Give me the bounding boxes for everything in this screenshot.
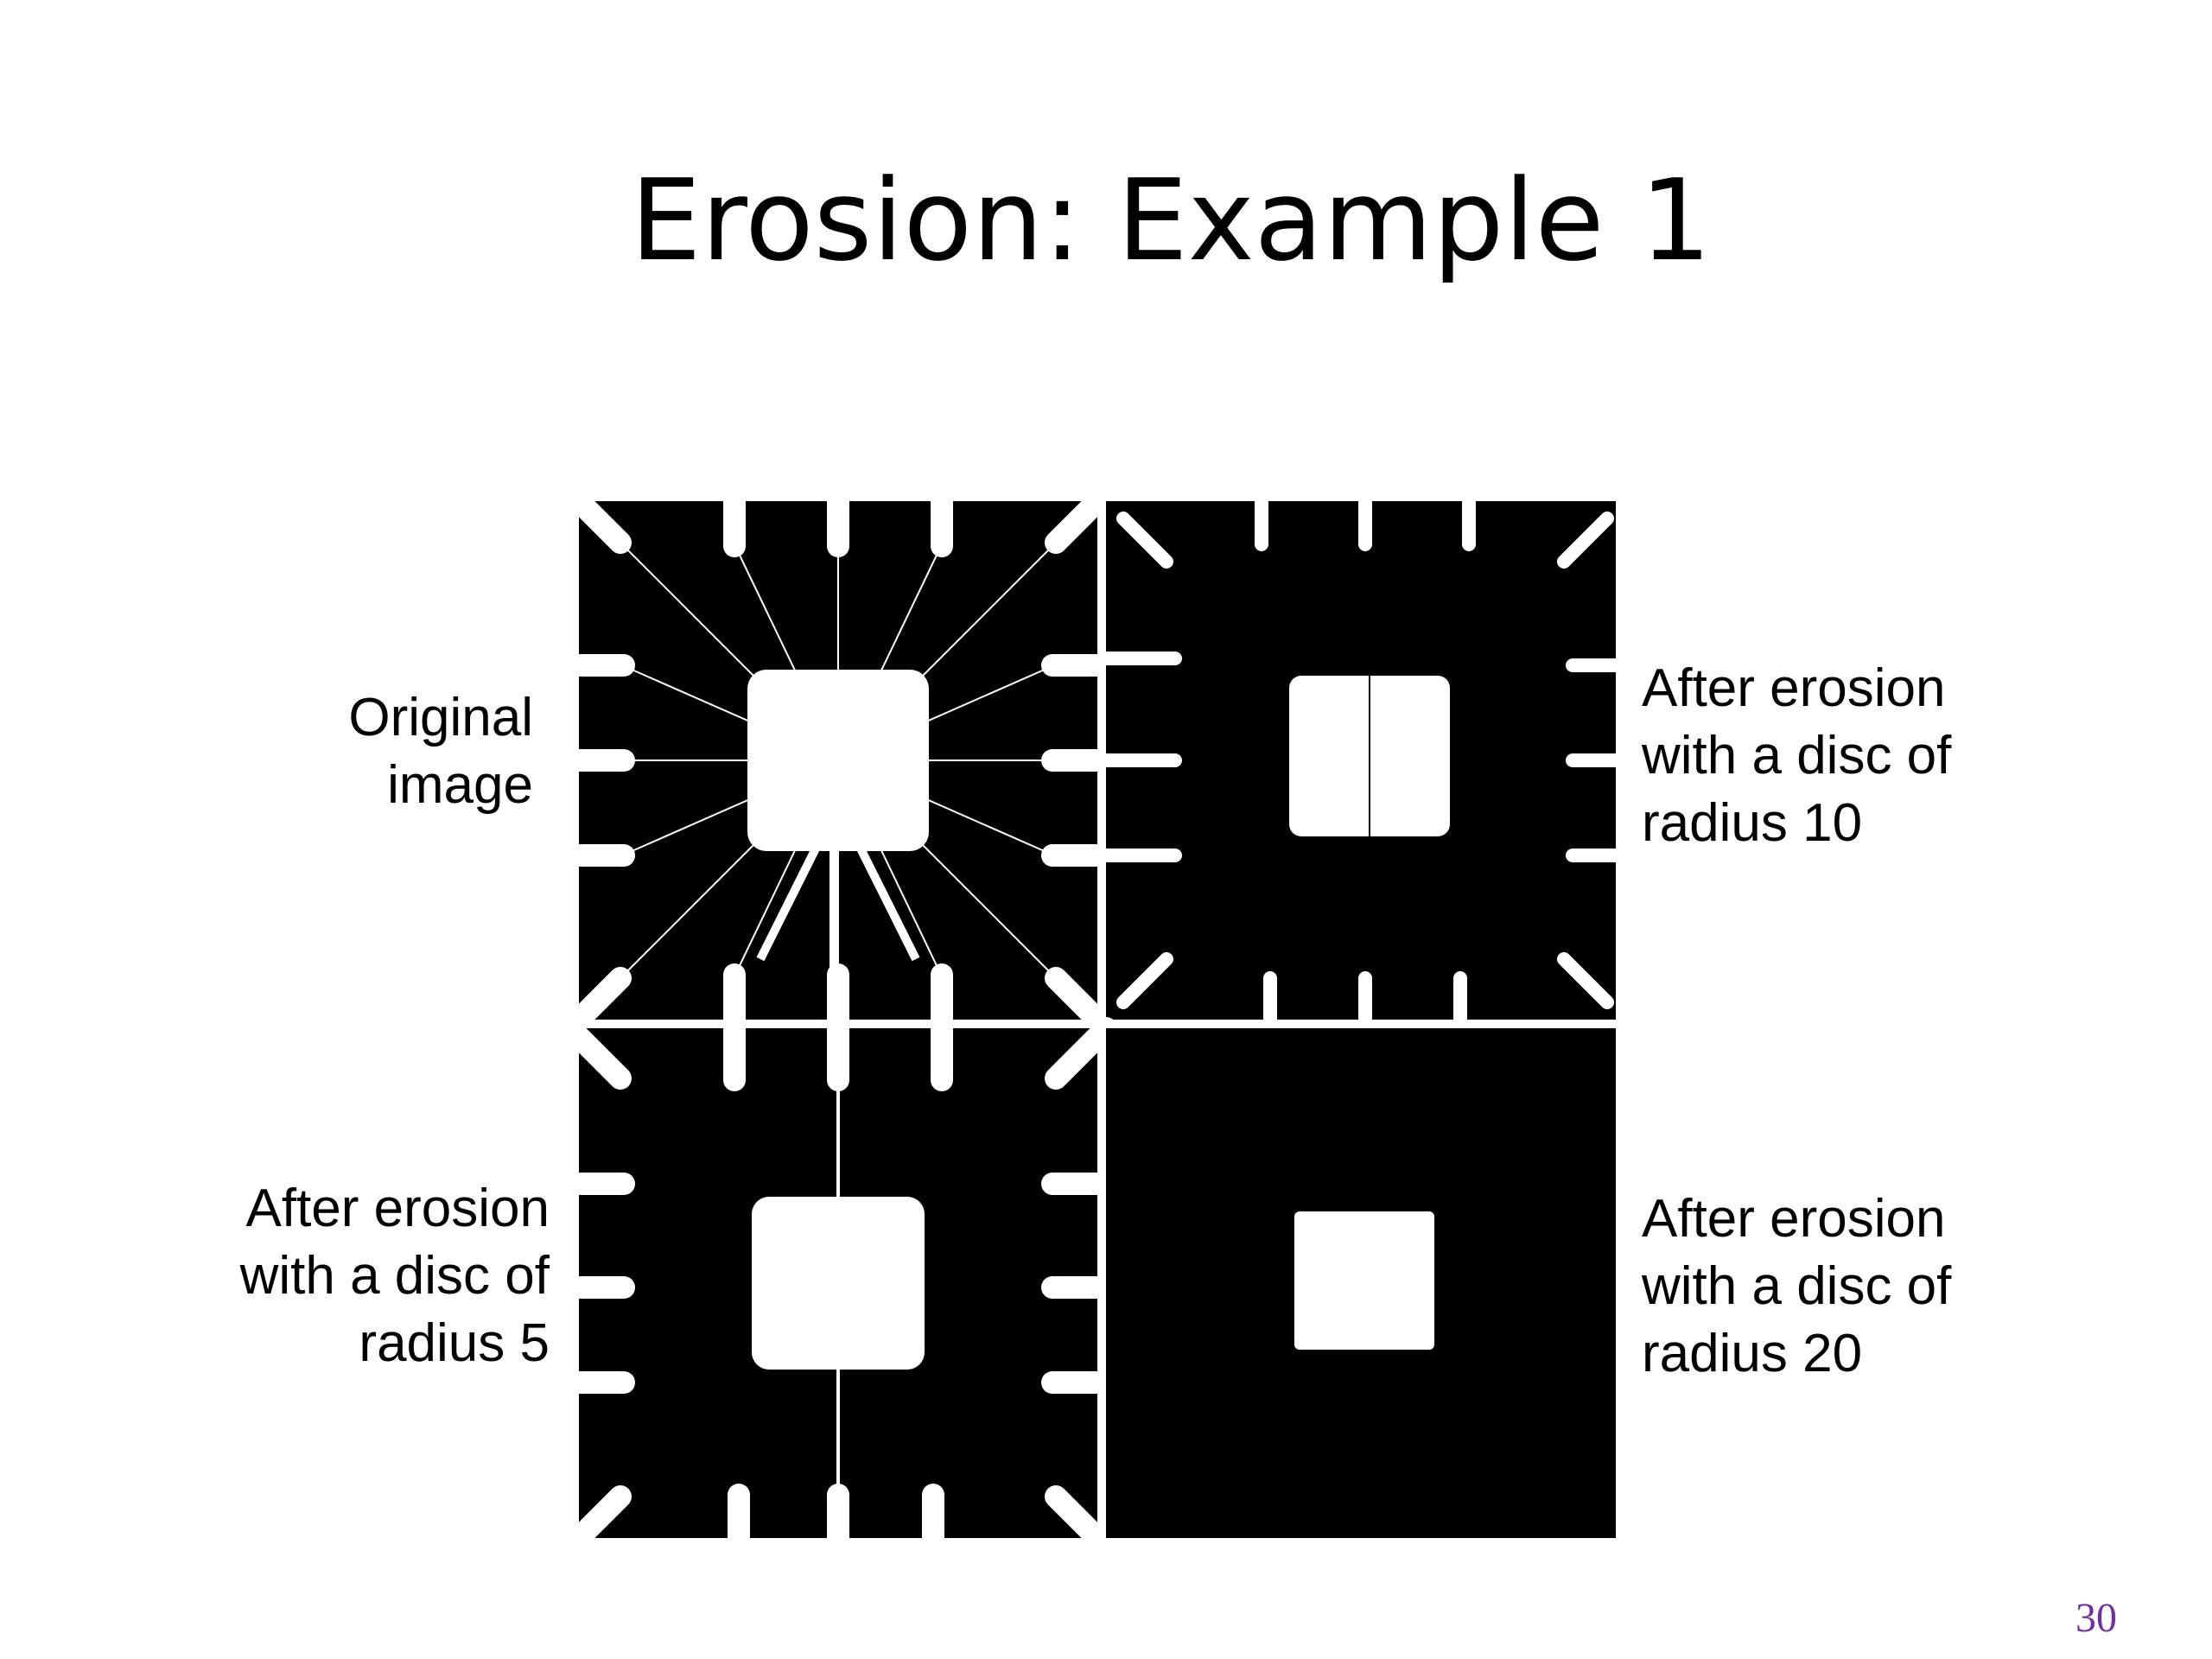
- caption-radius-5-line-3: radius 5: [359, 1313, 550, 1373]
- caption-radius-5-line-2: with a disc of: [239, 1246, 550, 1306]
- caption-radius-10-line-1: After erosion: [1642, 658, 1946, 718]
- caption-original: Original image: [348, 684, 533, 819]
- caption-radius-10-line-2: with a disc of: [1642, 726, 1952, 785]
- panel-radius-10: [1099, 493, 1624, 1035]
- panel-radius-5: [570, 1017, 1117, 1547]
- caption-radius-10-line-3: radius 10: [1642, 793, 1863, 853]
- slide-title: Erosion: Example 1: [630, 155, 1712, 286]
- caption-radius-5-line-1: After erosion: [245, 1179, 550, 1238]
- caption-radius-20-line-1: After erosion: [1642, 1189, 1946, 1249]
- caption-radius-20: After erosion with a disc of radius 20: [1642, 1185, 1951, 1388]
- caption-radius-20-line-2: with a disc of: [1642, 1256, 1952, 1316]
- caption-radius-5: After erosion with a disc of radius 5: [240, 1175, 550, 1377]
- caption-original-line-2: image: [387, 755, 533, 815]
- panel-original: [570, 493, 1117, 1039]
- caption-original-line-1: Original: [348, 688, 533, 747]
- panel-radius-20: [1106, 1028, 1616, 1538]
- erosion-figure: [570, 493, 1624, 1547]
- page-number: 30: [2075, 1595, 2117, 1641]
- caption-radius-20-line-3: radius 20: [1642, 1324, 1863, 1383]
- erosion-panels-svg: [570, 493, 1624, 1547]
- caption-radius-10: After erosion with a disc of radius 10: [1642, 655, 1951, 857]
